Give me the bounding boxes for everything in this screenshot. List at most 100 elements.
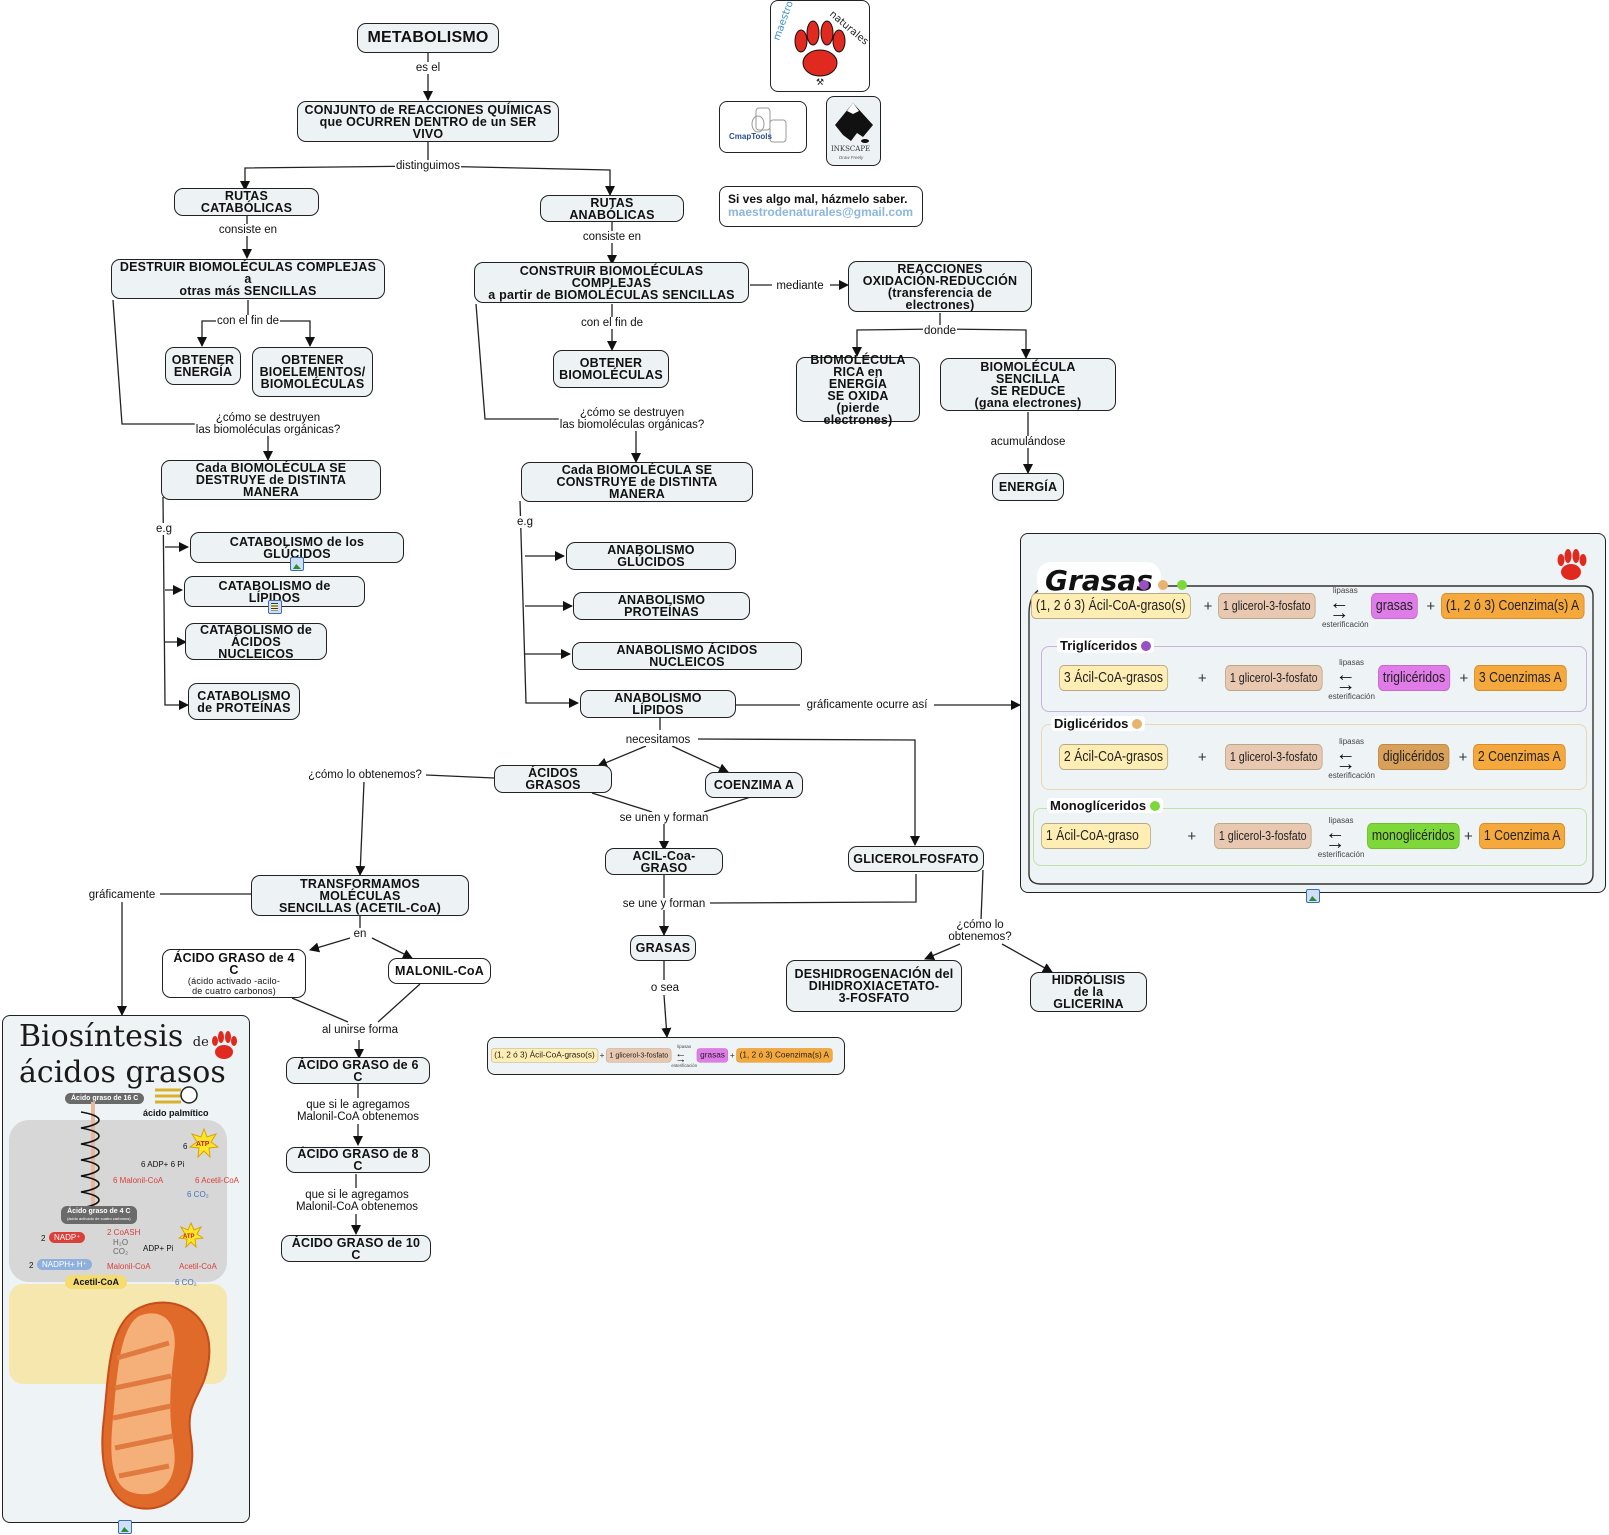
- reactant-acyl-chip: 3 Ácil-CoA-grasos: [1059, 665, 1168, 691]
- node-hidrolisis[interactable]: HIDRÓLISIS de la GLICERINA: [1030, 972, 1147, 1012]
- node-acidos-grasos[interactable]: ÁCIDOS GRASOS: [494, 765, 612, 793]
- link-line: [1001, 943, 1053, 973]
- image-resource-icon[interactable]: [1306, 889, 1320, 903]
- product-monogliceridos-chip: monoglicéridos: [1367, 823, 1460, 849]
- node-energia[interactable]: ENERGÍA: [992, 473, 1064, 501]
- digliceridos-title: Diglicéridos: [1051, 716, 1146, 731]
- node-anabolismo-proteinas[interactable]: ANABOLISMO PROTEÍNAS: [573, 592, 750, 620]
- node-anabolismo-acidos[interactable]: ANABOLISMO ÁCIDOS NUCLEICOS: [572, 642, 802, 670]
- inkscape-logo: INKSCAPE Draw Freely: [826, 96, 881, 166]
- node-anabolismo-glucidos[interactable]: ANABOLISMO GLÚCIDOS: [566, 542, 736, 570]
- palmitic-acid-icon: [155, 1086, 198, 1104]
- node-acido-graso-8c[interactable]: ÁCIDO GRASO de 8 C: [286, 1147, 430, 1173]
- node-conjunto[interactable]: CONJUNTO de REACCIONES QUÍMICAS que OCUR…: [297, 101, 559, 142]
- small-equation-row: (1, 2 ó 3) Ácil-CoA-graso(s) + 1 glicero…: [491, 1044, 833, 1068]
- link-line: [591, 792, 653, 813]
- link-label: se une y forman: [621, 898, 707, 910]
- plus-sign: +: [1458, 748, 1468, 766]
- coenzyme-chip: (1, 2 ó 3) Coenzima(s) A: [1441, 593, 1585, 619]
- node-acido-graso-4c[interactable]: ÁCIDO GRASO de 4 C (ácido activado -acil…: [162, 949, 306, 998]
- node-coenzima-a[interactable]: COENZIMA A: [705, 772, 803, 798]
- node-anabolismo-lipidos[interactable]: ANABOLISMO LÍPIDOS: [580, 690, 736, 718]
- node-transformamos[interactable]: TRANSFORMAMOS MOLÉCULAS SENCILLAS (ACETI…: [251, 875, 469, 916]
- node-rutas-catabolicas[interactable]: RUTAS CATABÓLICAS: [174, 188, 319, 216]
- product-trigliceridos-chip: triglicéridos: [1377, 665, 1450, 691]
- coenzyme-chip: 3 Coenzimas A: [1474, 665, 1567, 691]
- image-resource-icon[interactable]: [118, 1520, 132, 1534]
- biosintesis-panel[interactable]: Biosíntesis de ácidos grasos Ácido graso…: [2, 1015, 250, 1523]
- grasas-panel[interactable]: Grasas (1, 2 ó 3) Ácil-CoA-graso(s) + 1 …: [1020, 533, 1606, 893]
- reactant-acyl-chip: (1, 2 ó 3) Ácil-CoA-graso(s): [1031, 593, 1191, 619]
- node-grasas[interactable]: GRASAS: [630, 935, 696, 961]
- monogliceridos-title: Monoglíceridos: [1047, 798, 1164, 813]
- product-grasas-chip: grasas: [1371, 593, 1419, 619]
- link-line: [377, 983, 421, 1023]
- small-grasas-equation-panel[interactable]: (1, 2 ó 3) Ácil-CoA-graso(s) + 1 glicero…: [487, 1037, 845, 1075]
- reactant-glycerol-chip: 1 glicerol-3-fosfato: [1218, 593, 1316, 619]
- link-label: ¿cómo lo obtenemos?: [307, 769, 423, 781]
- link-label: gráficamente: [87, 889, 157, 901]
- node-acil-coa-graso[interactable]: ACIL-Coa-GRASO: [605, 848, 723, 875]
- atp-burst-icon: ATP: [178, 1222, 204, 1248]
- atp-burst-icon: ATP: [189, 1128, 219, 1158]
- grasas-dots: [1139, 580, 1187, 590]
- reversible-arrows-icon: lipasas←→esterificación: [1321, 586, 1369, 629]
- node-acido-graso-10c[interactable]: ÁCIDO GRASO de 10 C: [281, 1235, 431, 1262]
- node-biomolecula-rica[interactable]: BIOMOLÉCULA RICA en ENERGÍA SE OXIDA (pi…: [796, 353, 920, 426]
- node-malonil-coa[interactable]: MALONIL-CoA: [388, 958, 491, 984]
- cmaptools-icon: CmapTools: [729, 107, 787, 143]
- coenzyme-chip: 2 Coenzimas A: [1473, 744, 1566, 770]
- node-metabolismo[interactable]: METABOLISMO: [357, 23, 499, 53]
- acido-4c-subtitle: (ácido activado -acilo- de cuatro carbon…: [187, 975, 281, 996]
- node-obtener-energia[interactable]: OBTENER ENERGÍA: [165, 347, 241, 385]
- link-line: [597, 745, 647, 768]
- node-destruir[interactable]: DESTRUIR BIOMOLÉCULAS COMPLEJAS a otras …: [111, 259, 385, 299]
- link-line: [291, 997, 349, 1023]
- node-rutas-anabolicas[interactable]: RUTAS ANABÓLICAS: [540, 195, 684, 222]
- node-catabolismo-acidos[interactable]: CATABOLISMO de ÁCIDOS NUCLEICOS: [185, 623, 327, 660]
- reversible-arrows-icon: lipasas←→esterificación: [1328, 658, 1375, 701]
- contact-email-link[interactable]: maestrodenaturales@gmail.com: [728, 205, 914, 219]
- plus-sign: +: [729, 1050, 735, 1061]
- green-dot: [1150, 800, 1161, 811]
- fatty-acid-chain-helix-icon: [80, 1102, 100, 1212]
- reactant-acyl-chip: 1 Ácil-CoA-graso: [1041, 823, 1152, 849]
- node-biomolecula-sencilla[interactable]: BIOMOLÉCULA SENCILLA SE REDUCE (gana ele…: [940, 358, 1116, 411]
- svg-text:maestro: maestro: [771, 1, 795, 42]
- link-label: es el: [414, 62, 442, 74]
- link-label: ¿cómo lo obtenemos?: [947, 919, 1013, 943]
- digliceridos-equation-row: 2 Ácil-CoA-grasos + 1 glicerol-3-fosfato…: [1059, 737, 1586, 780]
- node-glicerolfosfato[interactable]: GLICEROLFOSFATO: [848, 846, 984, 872]
- node-cada-construye[interactable]: Cada BIOMOLÉCULA SE CONSTRUYE de DISTINT…: [521, 462, 753, 502]
- node-obtener-bioelementos[interactable]: OBTENER BIOELEMENTOS/ BIOMOLÉCULAS: [252, 347, 373, 397]
- link-line: [519, 500, 579, 708]
- node-obtener-biomoleculas[interactable]: OBTENER BIOMOLÉCULAS: [553, 350, 669, 388]
- image-resource-icon[interactable]: [290, 557, 304, 571]
- reversible-arrows-icon: lipasas←→esterificación: [671, 1044, 698, 1068]
- co2-label: CO₂: [113, 1247, 129, 1256]
- plus-sign: +: [1197, 748, 1207, 766]
- node-construir[interactable]: CONSTRUIR BIOMOLÉCULAS COMPLEJAS a parti…: [474, 262, 749, 303]
- plus-sign: +: [1463, 827, 1473, 845]
- general-equation-row: (1, 2 ó 3) Ácil-CoA-graso(s) + 1 glicero…: [1031, 586, 1609, 629]
- trigliceridos-equation-row: 3 Ácil-CoA-grasos + 1 glicerol-3-fosfato…: [1059, 658, 1587, 701]
- node-deshidrogenacion[interactable]: DESHIDROGENACIÓN del DIHIDROXIACETATO- 3…: [786, 960, 962, 1012]
- contact-text: Si ves algo mal, házmelo saber.: [728, 192, 908, 206]
- node-catabolismo-proteinas[interactable]: CATABOLISMO de PROTEÍNAS: [188, 683, 300, 720]
- plus-sign: +: [1187, 827, 1197, 845]
- link-label: al unirse forma: [320, 1024, 400, 1036]
- reactant-glycerol-chip: 1 glicerol-3-fosfato: [1224, 665, 1323, 691]
- node-acido-graso-6c[interactable]: ÁCIDO GRASO de 6 C: [286, 1057, 430, 1084]
- node-cada-destruye[interactable]: Cada BIOMOLÉCULA SE DESTRUYE de DISTINTA…: [161, 460, 381, 500]
- trigliceridos-section: [1041, 646, 1587, 712]
- link-label: que si le agregamos Malonil-CoA obtenemo…: [294, 1189, 420, 1213]
- link-label: que si le agregamos Malonil-CoA obtenemo…: [295, 1099, 421, 1123]
- dot-diglycerides: [1158, 580, 1168, 590]
- document-resource-icon[interactable]: [268, 600, 282, 614]
- link-label: o sea: [649, 982, 681, 994]
- plus-sign: +: [1197, 669, 1207, 687]
- monogliceridos-section: [1033, 808, 1587, 866]
- coenzyme-chip: (1, 2 ó 3) Coenzima(s) A: [736, 1048, 833, 1063]
- co2-6-bottom: 6 CO₂: [175, 1278, 197, 1287]
- node-reacciones-redox[interactable]: REACCIONES OXIDACIÓN-REDUCCIÓN (transfer…: [848, 261, 1032, 312]
